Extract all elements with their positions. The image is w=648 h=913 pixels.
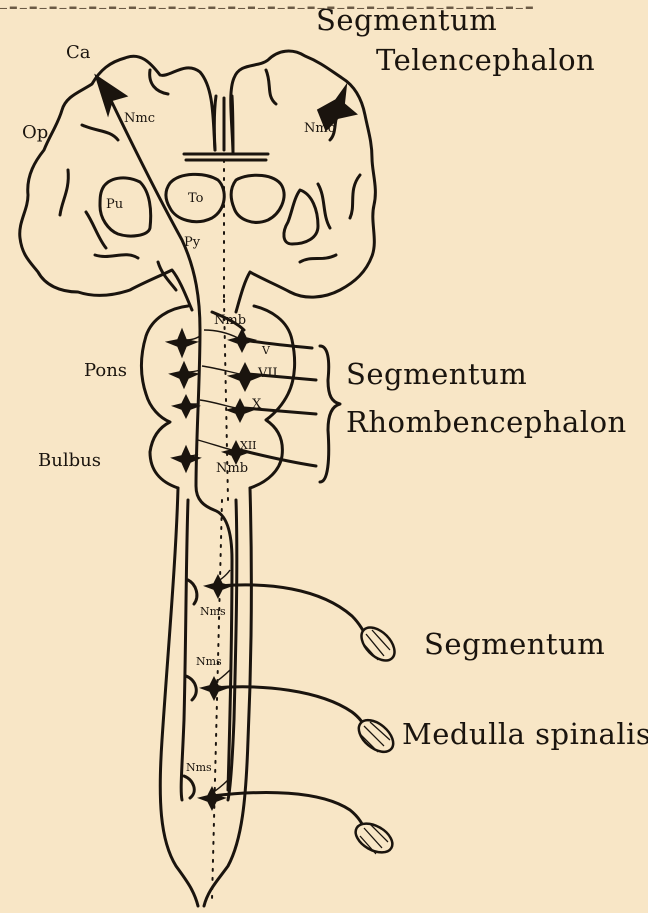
neuron-pons-1 <box>168 330 196 356</box>
fiber-X <box>200 400 236 408</box>
title-segmentum-medulla-1: Segmentum <box>424 630 605 659</box>
spinal-cord-right-wall <box>204 488 251 906</box>
label-nmc-left: Nmc <box>124 112 155 125</box>
right-hemisphere-outline <box>231 51 376 312</box>
label-bulbus: Bulbus <box>38 452 101 470</box>
spinal-nerve-2 <box>214 687 366 730</box>
title-segmentum-rhombencephalon-1: Segmentum <box>346 360 527 389</box>
label-nmc-right: Nmc <box>304 122 335 135</box>
gray-column-left <box>181 500 188 800</box>
pyramidal-arrowhead <box>96 76 126 114</box>
label-ca: Ca <box>66 44 91 62</box>
neuron-nms-1 <box>206 576 230 597</box>
label-pu: Pu <box>106 198 123 211</box>
neuron-X <box>228 400 252 421</box>
spinal-nerve-3 <box>212 793 366 834</box>
label-nmb-bottom: Nmb <box>216 462 248 475</box>
label-op: Op <box>22 124 48 142</box>
fiber-nms-1 <box>214 570 230 584</box>
putamen-right <box>284 190 318 244</box>
right-sulcus-3 <box>350 175 360 218</box>
neuron-nms-2 <box>202 678 226 699</box>
label-nerve-vii: VII <box>258 367 278 380</box>
neuron-nms-3 <box>200 788 224 809</box>
spinal-nerve-1 <box>218 585 368 640</box>
neuron-VII <box>230 364 260 390</box>
label-nerve-v: V <box>262 345 270 356</box>
neuron-pons-3 <box>174 396 198 417</box>
nerve-V <box>244 340 312 348</box>
gray-column-bulge-1 <box>188 580 197 604</box>
title-segmentum-telencephalon-1: Segmentum <box>316 6 497 35</box>
label-nms-1: Nms <box>200 606 226 617</box>
right-sulcus-4 <box>300 255 336 262</box>
left-sulcus-3 <box>60 170 68 215</box>
midline-dotted <box>212 160 228 900</box>
neuron-V <box>230 330 254 351</box>
fiber-pons-1 <box>184 336 200 340</box>
gray-column-bulge-3 <box>184 776 194 798</box>
spinal-cord-left-wall <box>160 488 198 906</box>
fissure-left-wall <box>214 96 216 150</box>
gray-column-bulge-2 <box>186 676 196 700</box>
neuron-pons-2 <box>171 363 197 387</box>
nerve-XII <box>240 450 316 466</box>
label-py: Py <box>184 236 200 249</box>
label-pons: Pons <box>84 362 127 380</box>
left-sulcus-4 <box>95 255 138 258</box>
title-segmentum-medulla-2: Medulla spinalis <box>402 720 648 749</box>
rhombencephalon-brace <box>320 346 340 482</box>
label-nmb-top: Nmb <box>214 314 246 327</box>
thalamus-right <box>231 175 284 222</box>
label-to: To <box>188 192 204 205</box>
left-sulcus-2 <box>82 125 118 140</box>
right-sulcus-1 <box>266 70 276 104</box>
fiber-V <box>204 330 238 338</box>
fissure-right-wall <box>232 96 233 152</box>
title-segmentum-rhombencephalon-2: Rhombencephalon <box>346 408 627 437</box>
title-segmentum-telencephalon-2: Telencephalon <box>376 46 595 75</box>
ventricle-right <box>318 184 330 228</box>
label-nerve-xii: XII <box>240 440 257 451</box>
label-nms-3: Nms <box>186 762 212 773</box>
label-nerve-x: X <box>252 398 261 411</box>
fiber-VII <box>202 366 240 374</box>
label-nms-2: Nms <box>196 656 222 667</box>
